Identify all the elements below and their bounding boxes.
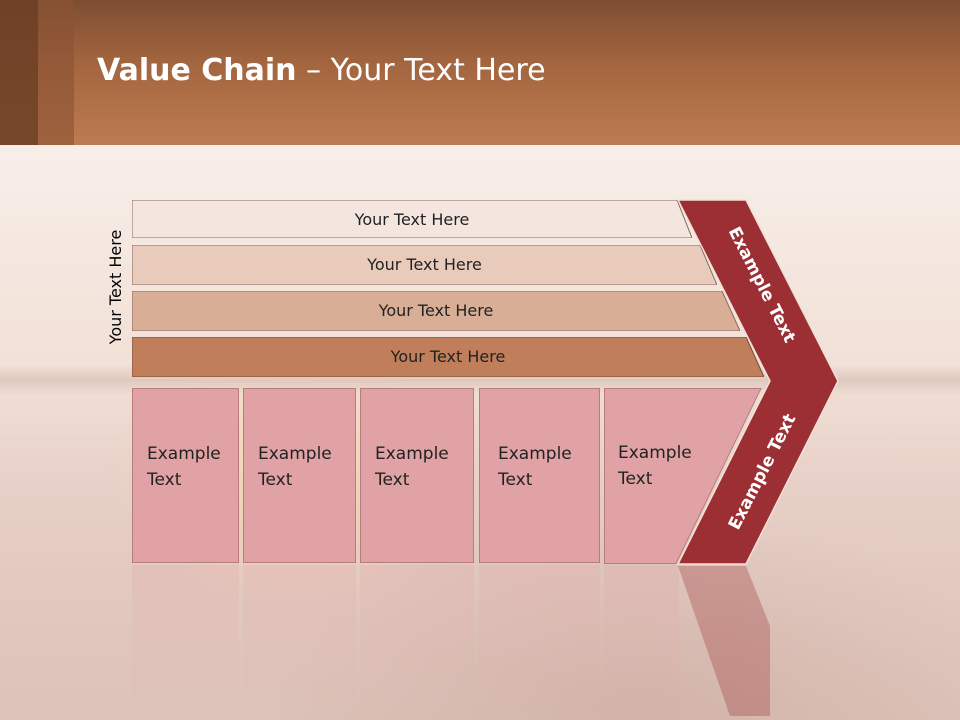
column-2-reflection bbox=[243, 565, 356, 715]
bar-1: Your Text Here bbox=[132, 200, 692, 238]
bar-2-label: Your Text Here bbox=[367, 254, 482, 274]
bar-1-label: Your Text Here bbox=[354, 209, 470, 229]
column-1-line1: Example bbox=[147, 444, 221, 464]
column-2-line1: Example bbox=[258, 444, 332, 464]
bar-4-label: Your Text Here bbox=[390, 346, 506, 366]
column-5: Example Text bbox=[618, 440, 692, 492]
column-5-line2: Text bbox=[618, 469, 653, 489]
column-3-line1: Example bbox=[375, 444, 449, 464]
title-bold: Value Chain bbox=[97, 53, 297, 88]
column-1-reflection bbox=[132, 565, 239, 715]
column-4-line2: Text bbox=[498, 470, 533, 490]
side-label: Your Text Here bbox=[106, 229, 125, 345]
column-5-line1: Example bbox=[618, 443, 692, 463]
column-2: Example Text bbox=[243, 388, 356, 563]
bar-3-label: Your Text Here bbox=[378, 300, 494, 320]
bar-3: Your Text Here bbox=[132, 291, 740, 331]
header-accent-strip-2 bbox=[38, 0, 74, 145]
value-chevron bbox=[676, 199, 839, 565]
column-2-line2: Text bbox=[258, 470, 293, 490]
column-4-reflection bbox=[479, 565, 600, 715]
chevron-reflection bbox=[678, 566, 770, 716]
column-4-line1: Example bbox=[498, 444, 572, 464]
column-1: Example Text bbox=[132, 388, 239, 563]
title-rest: – Your Text Here bbox=[296, 53, 546, 88]
column-1-line2: Text bbox=[147, 470, 182, 490]
column-5-reflection bbox=[604, 565, 679, 715]
bar-2: Your Text Here bbox=[132, 245, 717, 285]
bar-4: Your Text Here bbox=[132, 337, 764, 377]
header-accent-strip bbox=[0, 0, 38, 145]
column-3-line2: Text bbox=[375, 470, 410, 490]
column-3: Example Text bbox=[360, 388, 474, 563]
slide-header: Value Chain – Your Text Here bbox=[0, 0, 960, 145]
column-4: Example Text bbox=[479, 388, 600, 563]
column-3-reflection bbox=[360, 565, 474, 715]
column-5-shape bbox=[604, 388, 762, 564]
slide-title: Value Chain – Your Text Here bbox=[97, 53, 546, 88]
